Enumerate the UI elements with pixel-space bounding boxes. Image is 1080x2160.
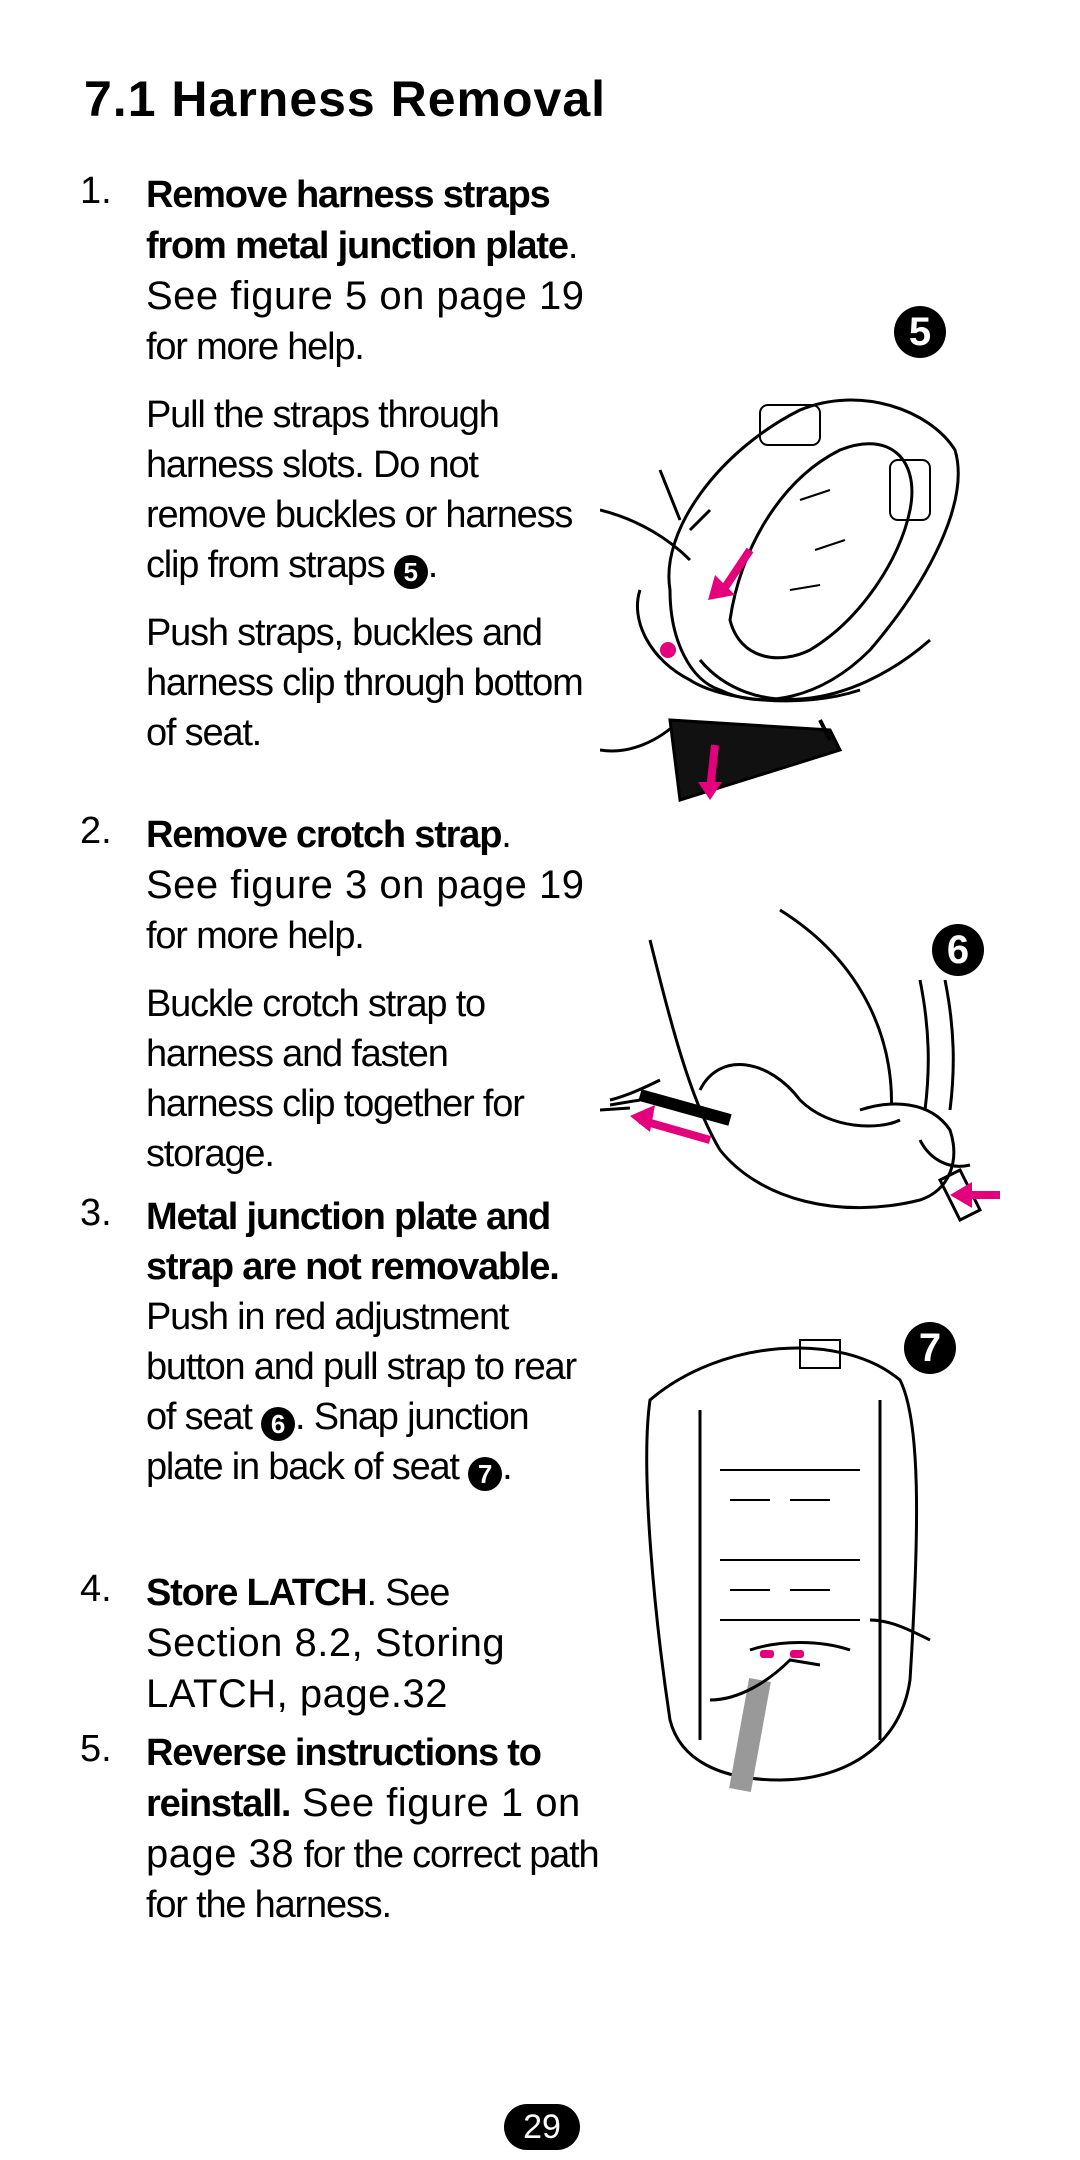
paragraph-text: Buckle crotch strap to harness and faste… (146, 983, 525, 1175)
step-number: 5. (80, 1728, 112, 1770)
step-2: 2. Remove crotch strap. See figure 3 on … (80, 810, 700, 1179)
figure-reference: See figure 5 on page 19 (146, 274, 585, 318)
step-text: for the correct path for the harness. (146, 1834, 600, 1926)
figure-reference: See figure 3 on page 19 (146, 863, 585, 907)
step-heading: Remove crotch strap (146, 814, 502, 856)
figure-5-illustration (600, 398, 960, 802)
step-number: 2. (80, 810, 112, 852)
step-paragraph: Buckle crotch strap to harness and faste… (146, 979, 546, 1179)
figure-6-badge: 6 (261, 1407, 296, 1441)
figure-5-badge: 5 (393, 555, 428, 589)
paragraph-text: Push straps, buckles and harness clip th… (146, 612, 584, 754)
step-1: 1. Remove harness straps from metal junc… (80, 170, 640, 758)
figure-7-illustration (645, 1339, 931, 1792)
step-number: 4. (80, 1568, 112, 1610)
step-heading: Store LATCH (146, 1572, 368, 1614)
figure-7-badge: 7 (468, 1457, 503, 1491)
step-heading: Metal junction plate and strap are not r… (146, 1196, 560, 1288)
punctuation: . (567, 225, 579, 267)
punctuation: . (502, 1446, 513, 1488)
paragraph-text: Pull the straps through harness slots. D… (146, 394, 573, 586)
step-text: . See (366, 1572, 450, 1614)
step-paragraph: Push straps, buckles and harness clip th… (146, 608, 586, 758)
figure-7-label: 7 (904, 1322, 956, 1374)
step-3: 3. Metal junction plate and strap are no… (80, 1192, 640, 1492)
figure-6-illustration (600, 908, 1000, 1223)
step-text: . Snap junction plate in back of seat (146, 1396, 530, 1488)
step-4: 4. Store LATCH. See Section 8.2, Storing… (80, 1568, 640, 1720)
punctuation: . (501, 814, 512, 856)
step-paragraph: Pull the straps through harness slots. D… (146, 390, 586, 590)
step-5: 5. Reverse instructions to reinstall. Se… (80, 1728, 640, 1930)
page-title: 7.1 Harness Removal (84, 71, 607, 127)
step-heading: Remove harness straps from metal junctio… (146, 174, 569, 267)
step-number: 1. (80, 170, 112, 212)
figure-5-label: 5 (894, 306, 946, 358)
step-text: Push in red adjustment button and pull s… (146, 1296, 577, 1438)
page-number: 29 (504, 2104, 580, 2150)
figure-6-label: 6 (932, 924, 984, 976)
figure-reference: See figure 1 on page 38 (146, 1781, 581, 1876)
step-text: for more help. (146, 326, 365, 368)
punctuation: . (427, 544, 439, 586)
section-reference: Section 8.2, Storing LATCH, page.32 (146, 1621, 506, 1716)
step-text: for more help. (146, 915, 365, 957)
step-number: 3. (80, 1192, 112, 1234)
step-heading: Reverse instructions to reinstall. (146, 1732, 542, 1825)
